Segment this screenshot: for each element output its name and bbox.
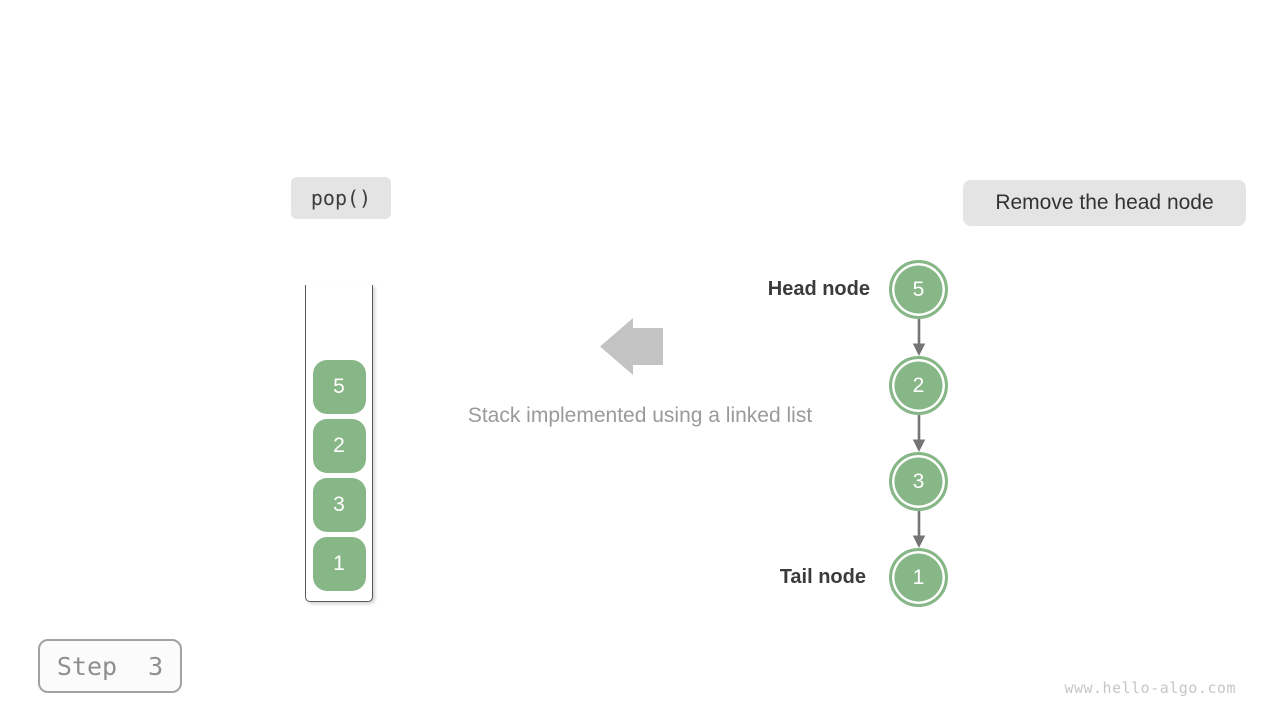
stack-item: 3 [312,478,366,532]
stack-item: 5 [312,360,366,414]
watermark: www.hello-algo.com [1064,679,1236,697]
left-block-arrow-icon [600,318,663,375]
pop-operation-badge: pop() [291,177,391,219]
stack-item: 2 [312,419,366,473]
list-node: 5 [889,260,948,319]
list-node: 3 [889,452,948,511]
list-node: 2 [889,356,948,415]
remove-head-annotation-badge: Remove the head node [963,180,1246,226]
down-arrow-icon [911,511,927,548]
down-arrow-icon [911,415,927,452]
caption: Stack implemented using a linked list [467,404,813,427]
tail-node-label: Tail node [779,566,866,588]
step-badge: Step 3 [38,639,182,693]
stack-item: 1 [312,537,366,591]
list-node: 1 [889,548,948,607]
down-arrow-icon [911,319,927,356]
head-node-label: Head node [767,278,870,300]
linked-list: 5 2 3 1 [889,260,948,607]
